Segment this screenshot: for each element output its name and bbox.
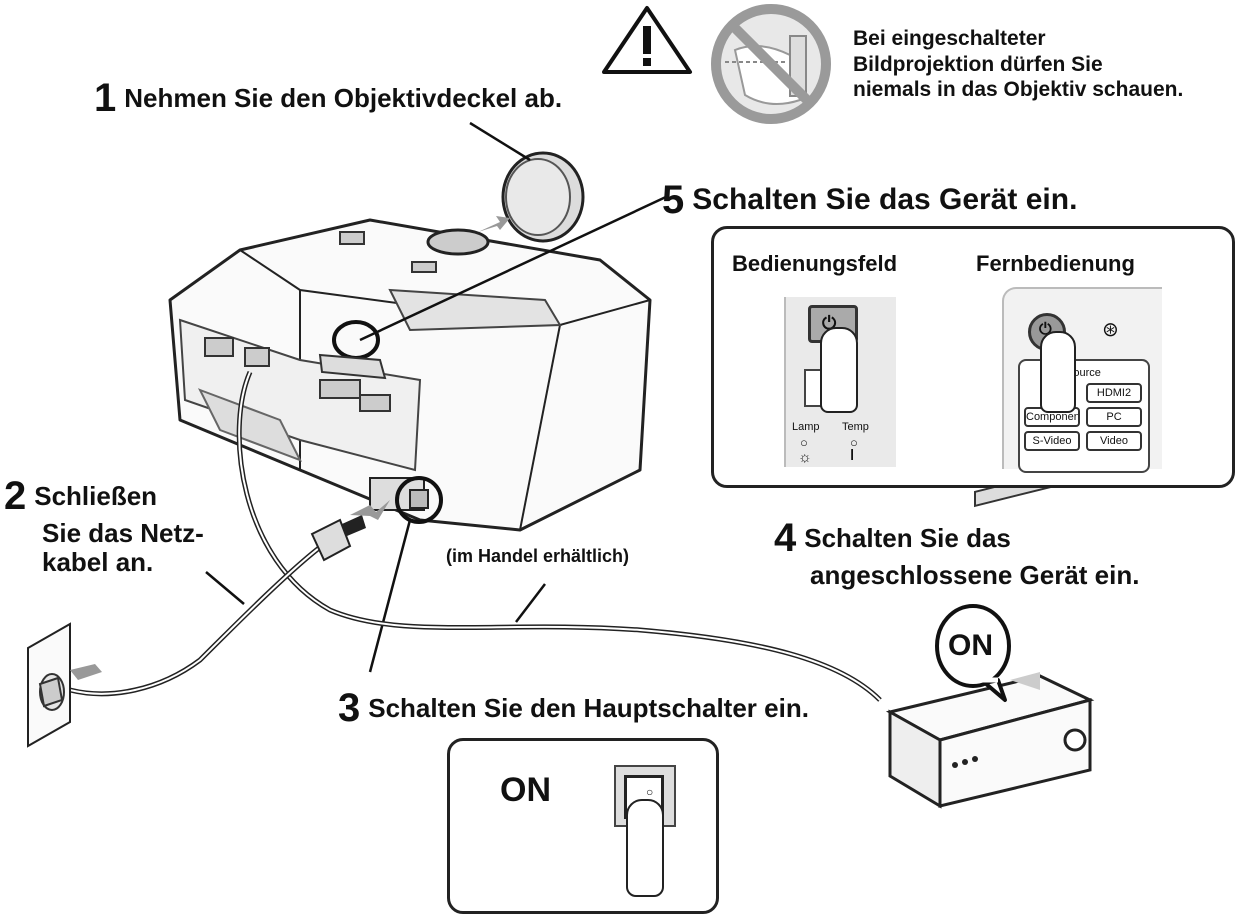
step-text: Schalten Sie den Hauptschalter ein. (368, 693, 809, 723)
step-text: kabel an. (42, 546, 154, 577)
video-key: Video (1086, 431, 1142, 451)
warning-line: Bei eingeschalteter (853, 27, 1046, 50)
step-number: 1 (94, 76, 117, 120)
s-video-key: S-Video (1024, 431, 1080, 451)
av-device (885, 469, 1095, 809)
main-switch-panel: ON ○ (447, 738, 719, 914)
cable-label: (im Handel erhältlich) (446, 546, 630, 566)
step-text: Schließen (34, 481, 158, 511)
on-bubble (935, 604, 1011, 702)
step-number: 2 (4, 474, 27, 518)
step-text: angeschlossene Gerät ein. (810, 559, 1140, 590)
hand-icon (626, 799, 664, 897)
projector (168, 218, 652, 532)
warning-line: niemals in das Objektiv schauen. (853, 78, 1184, 102)
light-icon: ⊛ (1102, 319, 1119, 341)
step-number: 4 (774, 516, 797, 560)
lamp-label: Lamp (792, 421, 820, 433)
remote-control-label: Fernbedienung (976, 251, 1135, 276)
hand-icon (1040, 331, 1076, 413)
hand-icon (820, 327, 858, 413)
source-group: Source HDMI2 Component PC S-Video Video (1018, 359, 1150, 473)
control-panel-label: Bedienungsfeld (732, 251, 898, 276)
wall-socket (27, 622, 102, 748)
no-look-icon (711, 4, 831, 124)
lens-cap (478, 151, 585, 243)
step-number: 3 (338, 686, 361, 730)
switch-on-label: ON (500, 771, 551, 809)
step-text: Nehmen Sie den Objektivdeckel ab. (124, 83, 563, 113)
warning-line: Bildprojektion dürfen Sie (853, 52, 1103, 76)
remote-control: ⏻ ⊛ Source HDMI2 Component PC S-Video Vi… (1002, 287, 1162, 473)
warning-text: Bei eingeschalteter Bildprojektion dürfe… (853, 26, 1183, 103)
step-text: Schalten Sie das Gerät ein. (692, 183, 1078, 216)
thermometer-icon: ǀ (850, 447, 855, 464)
warning-triangle-icon (602, 6, 692, 74)
step-text: Sie das Netz- (42, 517, 204, 548)
sun-icon: ☼ (798, 449, 812, 466)
temp-label: Temp (842, 421, 869, 433)
pc-key: PC (1086, 407, 1142, 427)
step-text: Schalten Sie das (804, 523, 1011, 553)
power-button-panel: Bedienungsfeld Fernbedienung ⏻ Lamp Temp… (711, 226, 1235, 488)
step-number: 5 (662, 178, 685, 222)
hdmi2-key: HDMI2 (1086, 383, 1142, 403)
device-on-label: ON (948, 629, 993, 662)
control-panel: ⏻ Lamp Temp ○ ○ ☼ ǀ (784, 297, 896, 467)
power-plug (310, 500, 390, 562)
